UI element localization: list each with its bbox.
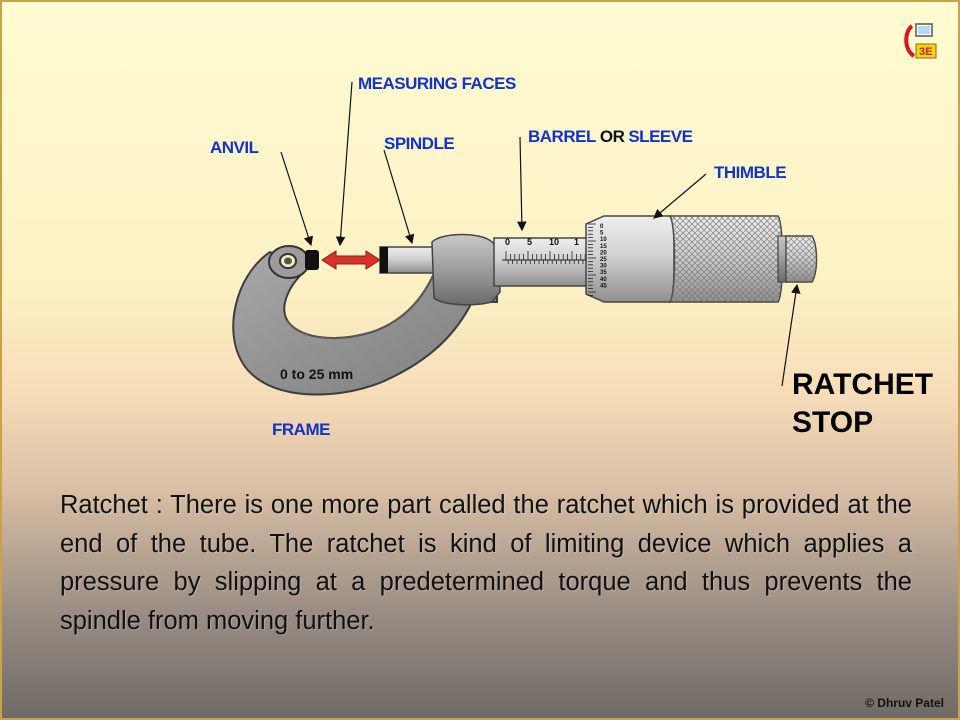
anvil-leader (280, 151, 313, 247)
frame-label: FRAME (272, 420, 330, 439)
thimble-tick-label: 5 (600, 231, 604, 237)
anvil-label: ANVIL (210, 138, 259, 157)
thimble-tick-label: 25 (600, 257, 607, 263)
credit-text: © Dhruv Patel (865, 696, 944, 710)
range-label: 0 to 25 mm (280, 366, 353, 382)
barrel-label: BARREL (528, 127, 596, 146)
barrel-leader (517, 136, 527, 232)
thimble-tick-label: 30 (600, 264, 607, 270)
measuring-faces-leader (335, 81, 353, 247)
thimble-tick-label: 10 (600, 237, 607, 243)
spindle-leader (383, 149, 415, 245)
thimble-tick-label: 45 (600, 283, 607, 289)
thimble-tick-label: 35 (600, 270, 607, 276)
sleeve-tick-10: 10 (549, 237, 559, 247)
thimble-tick-label: 20 (600, 250, 607, 256)
ratchet-leader (781, 283, 801, 387)
sleeve-tick-0: 0 (505, 237, 510, 247)
description-text: Ratchet : There is one more part called … (60, 491, 912, 635)
sleeve-tick-5: 5 (527, 237, 532, 247)
or-label: OR (599, 127, 625, 146)
anvil (305, 250, 319, 270)
sleeve-label: SLEEVE (628, 127, 693, 146)
spindle-label: SPINDLE (384, 134, 455, 153)
thimble-tick-label: 40 (600, 277, 607, 283)
thimble-label: THIMBLE (714, 163, 787, 182)
measuring-faces-label: MEASURING FACES (358, 74, 516, 93)
thimble-tick-label: 15 (600, 244, 607, 250)
ratchet-stop (777, 235, 818, 283)
barrel-sleeve: 0 5 10 1 (493, 237, 591, 287)
thimble-tick-label: 0 (600, 224, 604, 230)
measuring-gap-arrow (321, 250, 381, 270)
sleeve-tick-1: 1 (574, 237, 579, 247)
thimble-leader (653, 173, 707, 219)
ratchet-stop-label: RATCHET STOP (792, 368, 934, 439)
svg-text:3E: 3E (919, 46, 932, 58)
logo-icon: 3E (904, 23, 937, 59)
